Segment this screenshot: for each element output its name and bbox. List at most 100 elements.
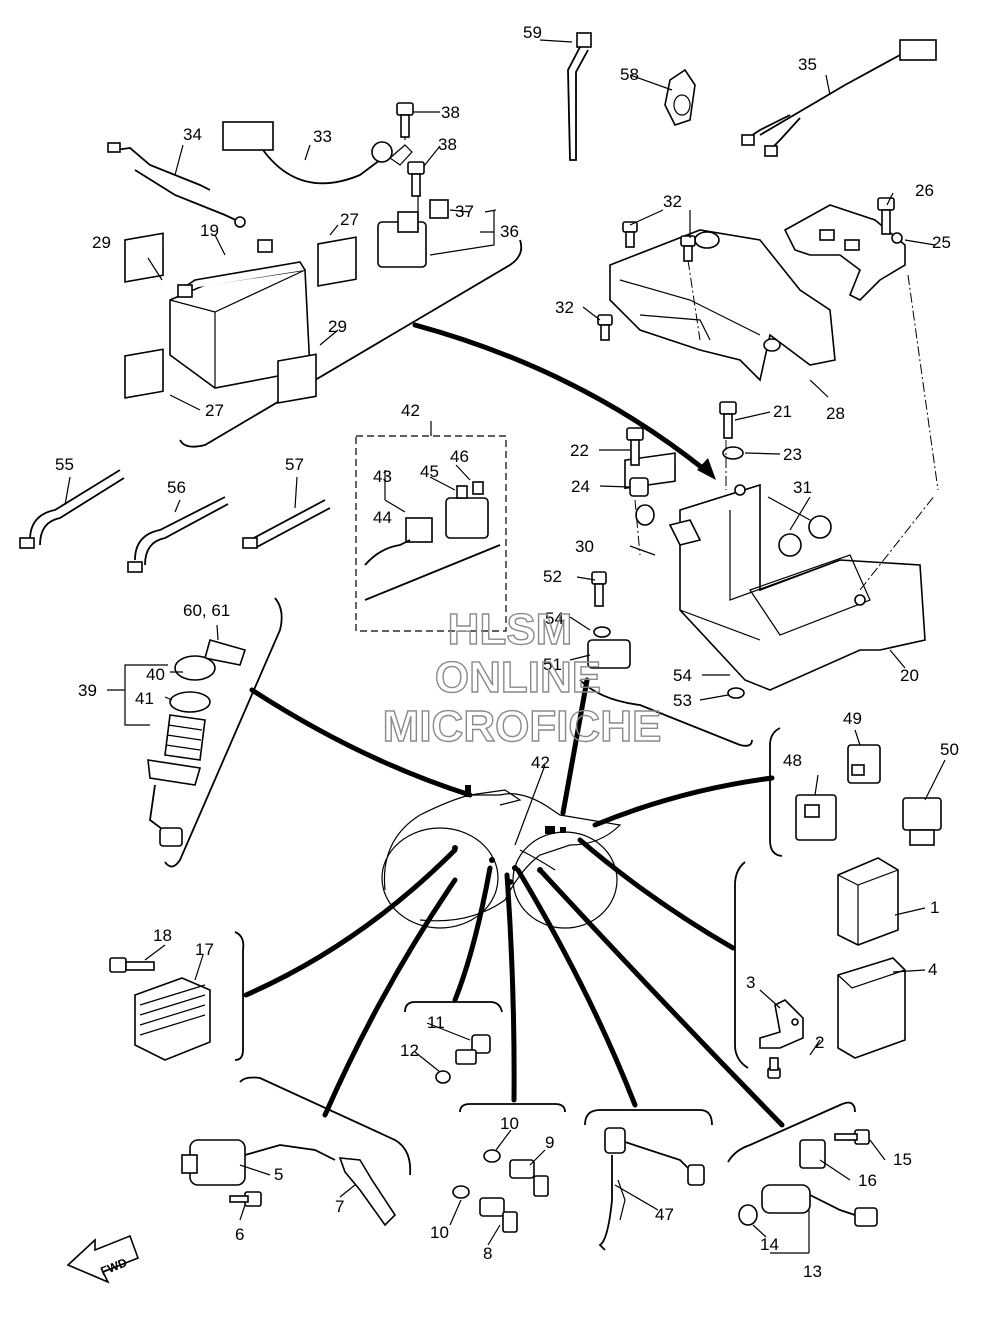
bracket xyxy=(759,999,804,1049)
part-label-44: 44 xyxy=(373,508,392,527)
watermark-line-3: MICROFICHE xyxy=(383,702,662,751)
part-label-14: 14 xyxy=(760,1235,779,1254)
bolt xyxy=(719,401,737,439)
part-label-53: 53 xyxy=(673,691,692,710)
fuse-box xyxy=(364,481,501,601)
part-label-42b: 42 xyxy=(531,753,550,772)
rectifier-regulator xyxy=(134,977,211,1061)
washer xyxy=(722,446,744,460)
part-label-18: 18 xyxy=(153,926,172,945)
part-label-59: 59 xyxy=(523,23,542,42)
part-label-38a: 38 xyxy=(441,103,460,122)
part-label-24: 24 xyxy=(571,477,590,496)
part-label-9: 9 xyxy=(545,1133,554,1152)
cable-tie xyxy=(567,32,592,161)
part-label-43: 43 xyxy=(373,467,392,486)
switch xyxy=(479,1197,518,1233)
part-label-54b: 54 xyxy=(545,609,564,628)
part-label-42a: 42 xyxy=(401,401,420,420)
part-label-46: 46 xyxy=(450,447,469,466)
band xyxy=(242,499,331,549)
main-switch xyxy=(147,639,247,847)
part-label-28: 28 xyxy=(826,404,845,423)
sub-wire-harness xyxy=(741,39,937,157)
part-label-49: 49 xyxy=(843,709,862,728)
part-label-56: 56 xyxy=(167,478,186,497)
battery-pad xyxy=(124,348,164,399)
ecu-holder xyxy=(837,957,906,1059)
part-label-26: 26 xyxy=(915,181,934,200)
bolt xyxy=(597,314,613,341)
part-label-33: 33 xyxy=(313,127,332,146)
bracket xyxy=(799,1139,826,1169)
part-label-30: 30 xyxy=(575,537,594,556)
part-label-27b: 27 xyxy=(205,401,224,420)
washer xyxy=(593,626,611,638)
part-label-58: 58 xyxy=(620,65,639,84)
bolt xyxy=(396,102,414,138)
bolt xyxy=(407,161,425,197)
motorcycle-silhouette xyxy=(381,785,622,929)
gasket xyxy=(483,1149,501,1163)
part-label-6: 6 xyxy=(235,1225,244,1244)
sidestand-switch xyxy=(598,1127,705,1251)
bolt xyxy=(680,235,696,262)
part-label-13: 13 xyxy=(803,1262,822,1281)
part-label-22: 22 xyxy=(570,441,589,460)
part-number-labels: 1 2 3 4 5 6 7 8 9 10 10 11 12 13 14 15 1… xyxy=(55,23,959,1281)
part-label-51: 51 xyxy=(543,655,562,674)
bolt xyxy=(767,1057,781,1079)
part-label-11: 11 xyxy=(427,1013,445,1032)
bolt xyxy=(229,1191,262,1207)
relay xyxy=(847,744,881,784)
part-label-32a: 32 xyxy=(663,192,682,211)
fuse-box-group xyxy=(355,435,507,632)
damper xyxy=(778,515,832,557)
label-leaders xyxy=(64,39,946,1254)
part-label-37: 37 xyxy=(455,202,474,221)
part-label-21: 21 xyxy=(773,402,792,421)
part-label-1: 1 xyxy=(930,898,939,917)
part-label-29b: 29 xyxy=(328,317,347,336)
part-label-48: 48 xyxy=(783,751,802,770)
speed-sensor xyxy=(761,1184,878,1227)
part-label-31: 31 xyxy=(793,478,812,497)
part-label-3: 3 xyxy=(746,973,755,992)
part-label-12: 12 xyxy=(400,1041,419,1060)
part-label-39: 39 xyxy=(78,681,97,700)
part-label-34: 34 xyxy=(183,125,202,144)
watermark-line-2: ONLINE xyxy=(435,653,601,702)
part-label-19: 19 xyxy=(200,221,219,240)
bolt xyxy=(877,197,895,235)
fwd-arrow: FWD xyxy=(66,1234,140,1284)
bolt xyxy=(591,571,607,607)
part-label-2: 2 xyxy=(815,1033,824,1052)
band xyxy=(127,496,229,573)
relay xyxy=(795,794,837,841)
part-label-57: 57 xyxy=(285,455,304,474)
part-label-25: 25 xyxy=(932,233,951,252)
battery-positive-lead xyxy=(222,121,413,185)
washer xyxy=(727,687,745,699)
part-label-55: 55 xyxy=(55,455,74,474)
part-label-23: 23 xyxy=(783,445,802,464)
gasket xyxy=(435,1070,451,1084)
part-label-52: 52 xyxy=(543,567,562,586)
battery-pad xyxy=(124,232,164,283)
part-label-41: 41 xyxy=(135,689,154,708)
o-ring xyxy=(738,1204,758,1226)
bolt xyxy=(626,427,644,466)
part-label-47: 47 xyxy=(655,1205,674,1224)
ignition-coil xyxy=(181,1139,336,1186)
gasket xyxy=(452,1185,470,1199)
part-label-50: 50 xyxy=(940,740,959,759)
battery-negative-lead xyxy=(107,142,246,228)
connector xyxy=(902,797,942,846)
collar xyxy=(629,477,655,526)
bracket xyxy=(783,204,906,301)
part-label-10a: 10 xyxy=(500,1114,519,1133)
part-label-7: 7 xyxy=(335,1197,344,1216)
bolt xyxy=(834,1129,870,1145)
part-label-32b: 32 xyxy=(555,298,574,317)
battery-bracket xyxy=(609,229,836,382)
